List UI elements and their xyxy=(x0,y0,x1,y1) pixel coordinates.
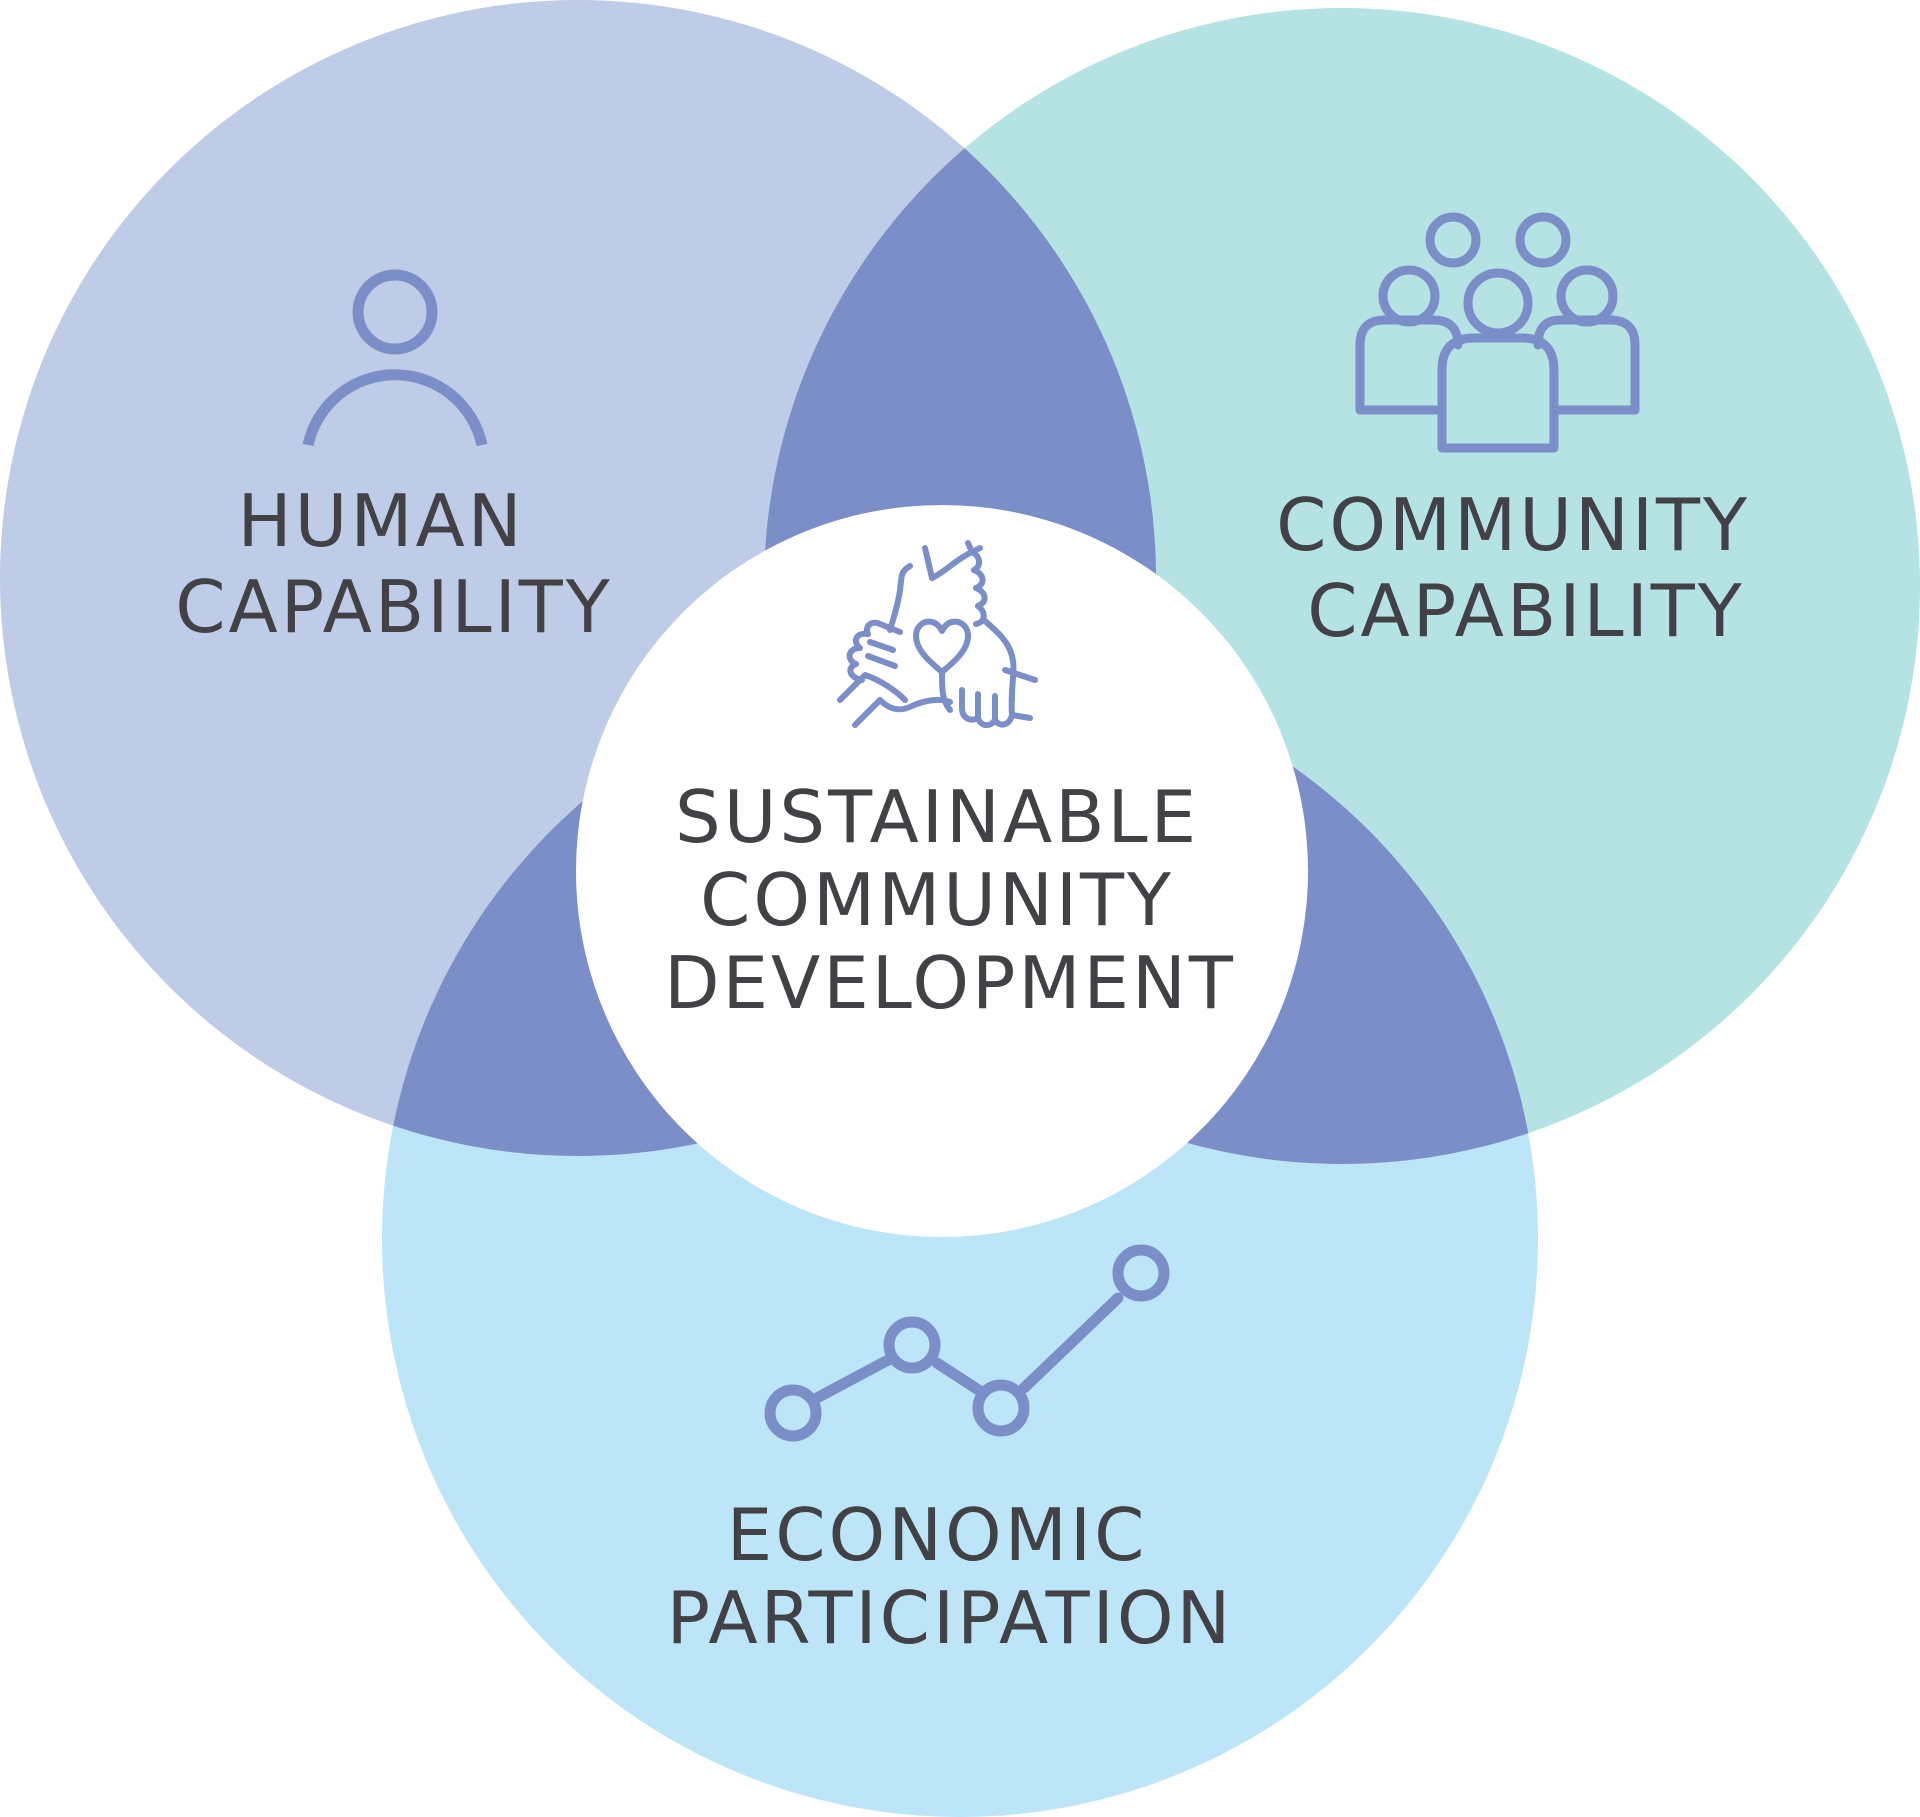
center-label-line1: SUSTAINABLE xyxy=(675,775,1199,859)
joined-hands-heart-icon xyxy=(837,540,1038,728)
community-capability-label: COMMUNITY CAPABILITY xyxy=(1276,483,1776,653)
human-label-line1: HUMAN xyxy=(238,479,525,563)
center-label-line2: COMMUNITY xyxy=(700,858,1174,942)
economic-participation-label: ECONOMIC PARTICIPATION xyxy=(667,1493,1234,1660)
economic-label-line2: PARTICIPATION xyxy=(667,1576,1234,1660)
center-label: SUSTAINABLE COMMUNITY DEVELOPMENT xyxy=(664,775,1236,1025)
group-icon xyxy=(1355,212,1640,453)
person-icon xyxy=(302,269,488,447)
center-label-line3: DEVELOPMENT xyxy=(664,941,1236,1025)
line-graph-icon xyxy=(764,1244,1170,1442)
center-circle xyxy=(576,505,1308,1237)
community-label-line1: COMMUNITY xyxy=(1276,483,1750,567)
economic-label-line1: ECONOMIC xyxy=(727,1493,1148,1577)
human-capability-label: HUMAN CAPABILITY xyxy=(175,479,613,649)
human-label-line2: CAPABILITY xyxy=(175,565,613,649)
community-label-line2: CAPABILITY xyxy=(1307,569,1745,653)
